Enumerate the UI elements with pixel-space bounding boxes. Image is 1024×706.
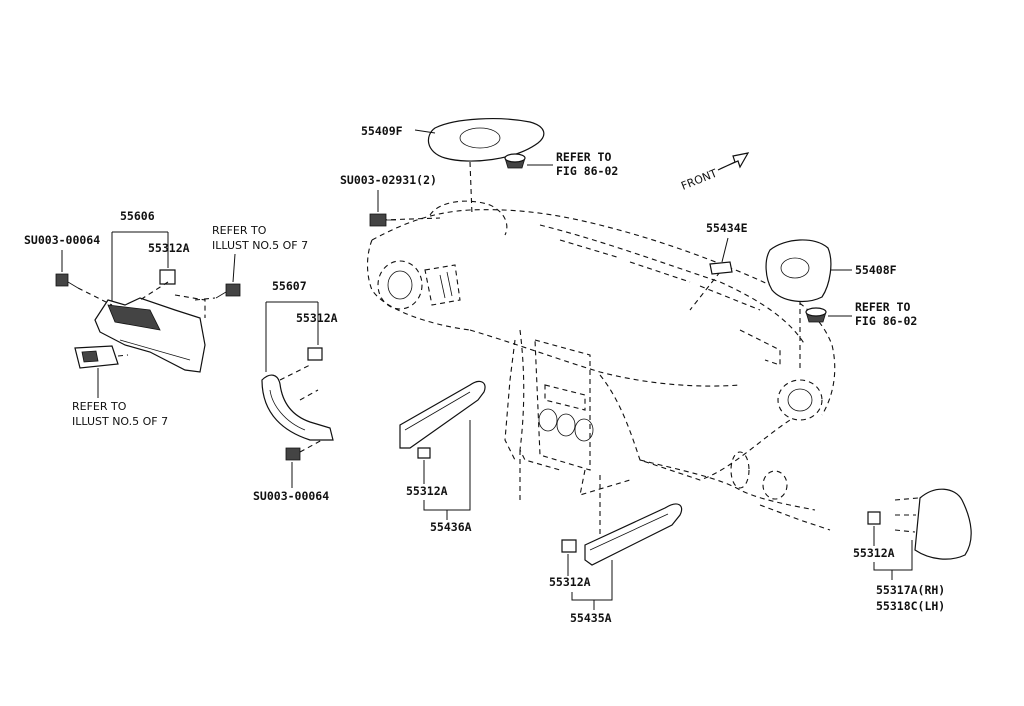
label-55434E: 55434E (706, 221, 748, 235)
part-55408F: 55408F (765, 239, 897, 303)
part-55606: 55606 SU003-00064 55312A REFER TO ILLUST… (24, 209, 216, 428)
label-55312A-left: 55312A (148, 241, 190, 255)
screw-refer-illust-top: REFER TO ILLUST NO.5 OF 7 (212, 224, 308, 299)
label-55312A-center-1: 55312A (406, 484, 448, 498)
instrument-panel (366, 200, 836, 531)
label-refer-illust-bottom-1: REFER TO (72, 400, 127, 413)
label-front: FRONT (679, 167, 719, 193)
label-55312A-mid: 55312A (296, 311, 338, 325)
label-refer-fig-top-1: REFER TO (556, 150, 611, 164)
label-55435A: 55435A (570, 611, 612, 625)
label-55317A-rh: 55317A(RH) (876, 583, 945, 597)
label-55409F: 55409F (361, 124, 403, 138)
label-refer-fig-right-1: REFER TO (855, 300, 910, 314)
clip-top-icon: REFER TO FIG 86-02 (504, 150, 618, 178)
label-su003-02931: SU003-02931(2) (340, 173, 437, 187)
label-55436A: 55436A (430, 520, 472, 534)
part-55434E: 55434E (706, 221, 748, 275)
label-refer-illust-bottom-2: ILLUST NO.5 OF 7 (72, 415, 168, 428)
clip-right-icon: REFER TO FIG 86-02 (805, 300, 917, 328)
label-55408F: 55408F (855, 263, 897, 277)
part-55436A: 55312A 55436A (399, 380, 486, 534)
label-su003-00064-mid: SU003-00064 (253, 489, 329, 503)
label-55318C-lh: 55318C(LH) (876, 599, 945, 613)
label-55607: 55607 (272, 279, 307, 293)
part-55409F: 55409F (361, 118, 545, 162)
screw-su003-02931: SU003-02931(2) (340, 173, 437, 227)
label-55312A-right: 55312A (853, 546, 895, 560)
label-refer-illust-top-2: ILLUST NO.5 OF 7 (212, 239, 308, 252)
label-55312A-center-2: 55312A (549, 575, 591, 589)
label-refer-fig-top-2: FIG 86-02 (556, 164, 618, 178)
front-arrow-icon: FRONT (679, 152, 750, 193)
part-55317A-55318C: 55312A 55317A(RH) 55318C(LH) (853, 488, 972, 613)
label-55606: 55606 (120, 209, 155, 223)
label-refer-fig-right-2: FIG 86-02 (855, 314, 917, 328)
label-su003-00064-left: SU003-00064 (24, 233, 100, 247)
label-refer-illust-top-1: REFER TO (212, 224, 267, 237)
part-55435A: 55312A 55435A (549, 503, 683, 625)
part-55607: 55607 55312A SU003-00064 (253, 279, 338, 503)
